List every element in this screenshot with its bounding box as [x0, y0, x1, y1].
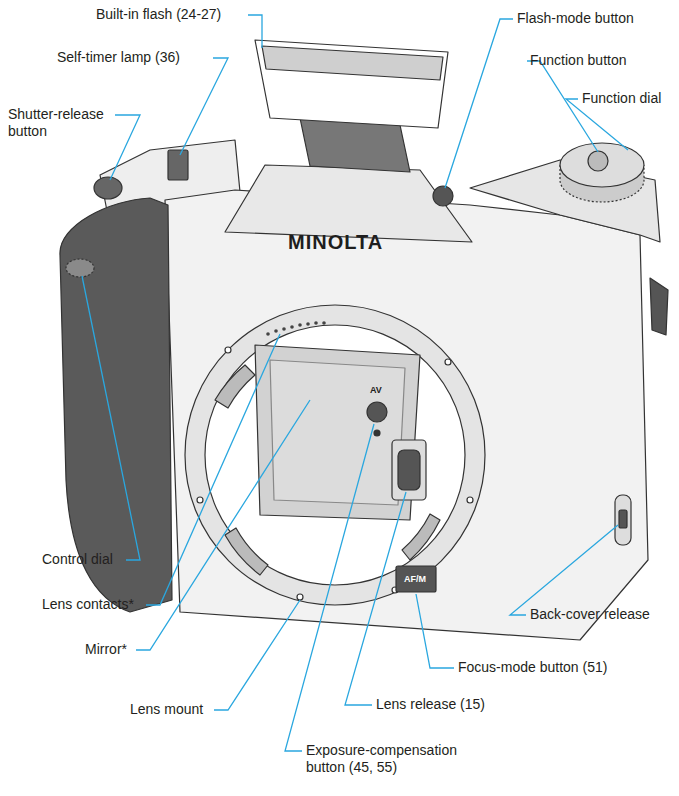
flash-arm — [300, 118, 410, 172]
leader-line — [566, 99, 628, 150]
bayonet-flange — [402, 514, 440, 560]
flash-mode-button — [433, 186, 453, 206]
function-button — [588, 151, 608, 171]
back-cover-release — [615, 495, 631, 545]
leader-lines — [82, 15, 628, 751]
brand-logo: MINOLTA — [288, 234, 383, 251]
mount-screw — [197, 497, 203, 503]
leader-line — [510, 525, 618, 615]
leader-line — [82, 276, 140, 560]
leader-line — [445, 19, 513, 188]
mount-screw — [467, 497, 473, 503]
leader-line — [285, 424, 374, 751]
prism-housing — [225, 165, 472, 242]
lens-mount — [185, 305, 485, 605]
lens-release-housing — [392, 440, 426, 500]
part-label: Function dial — [582, 90, 661, 107]
exposure-compensation-button — [367, 402, 387, 422]
leader-line — [136, 400, 310, 650]
mirror-face — [270, 360, 405, 505]
shutter-button — [94, 177, 122, 199]
back-cover-latch — [619, 510, 627, 528]
part-label: Lens contacts* — [42, 596, 134, 613]
mount-screw — [297, 594, 303, 600]
function-dial — [560, 143, 644, 187]
part-label: Control dial — [42, 551, 113, 568]
leader-line — [146, 334, 280, 605]
mount-screw — [225, 347, 231, 353]
part-label: Function button — [530, 52, 627, 69]
part-label: Flash-mode button — [517, 10, 634, 27]
leader-line — [248, 15, 262, 48]
part-label: Lens release (15) — [376, 696, 485, 713]
part-label: Lens mount — [130, 701, 203, 718]
leader-line — [527, 61, 598, 152]
flash-head — [255, 40, 448, 128]
self-timer-lamp — [168, 150, 188, 180]
mount-screw — [445, 359, 451, 365]
button-dot — [374, 430, 380, 436]
part-label: Focus-mode button (51) — [458, 659, 607, 676]
strap-lug — [650, 278, 668, 335]
button-marking: AF/M — [404, 574, 426, 584]
leader-line — [345, 492, 406, 705]
mount-opening — [205, 325, 465, 585]
focus-mode-button — [396, 566, 436, 592]
button-marking: AV — [370, 385, 382, 395]
bayonet-flange — [215, 365, 255, 408]
grip — [60, 198, 172, 612]
part-label: Shutter-release button — [8, 106, 118, 140]
part-label: Self-timer lamp (36) — [57, 49, 180, 66]
leader-line — [214, 600, 300, 710]
leader-line — [416, 594, 454, 668]
lens-release — [398, 450, 420, 490]
camera-body — [165, 190, 648, 640]
part-label: Exposure-compensation button (45, 55) — [306, 742, 482, 776]
leader-line — [110, 115, 140, 180]
control-dial — [66, 259, 94, 277]
flash-window — [262, 46, 443, 80]
bayonet-flange — [225, 528, 268, 575]
part-label: Back-cover release — [530, 606, 650, 623]
part-label: Built-in flash (24-27) — [96, 6, 221, 23]
lens-contacts — [266, 321, 326, 336]
part-label: Mirror* — [85, 641, 127, 658]
leader-line — [180, 58, 228, 155]
